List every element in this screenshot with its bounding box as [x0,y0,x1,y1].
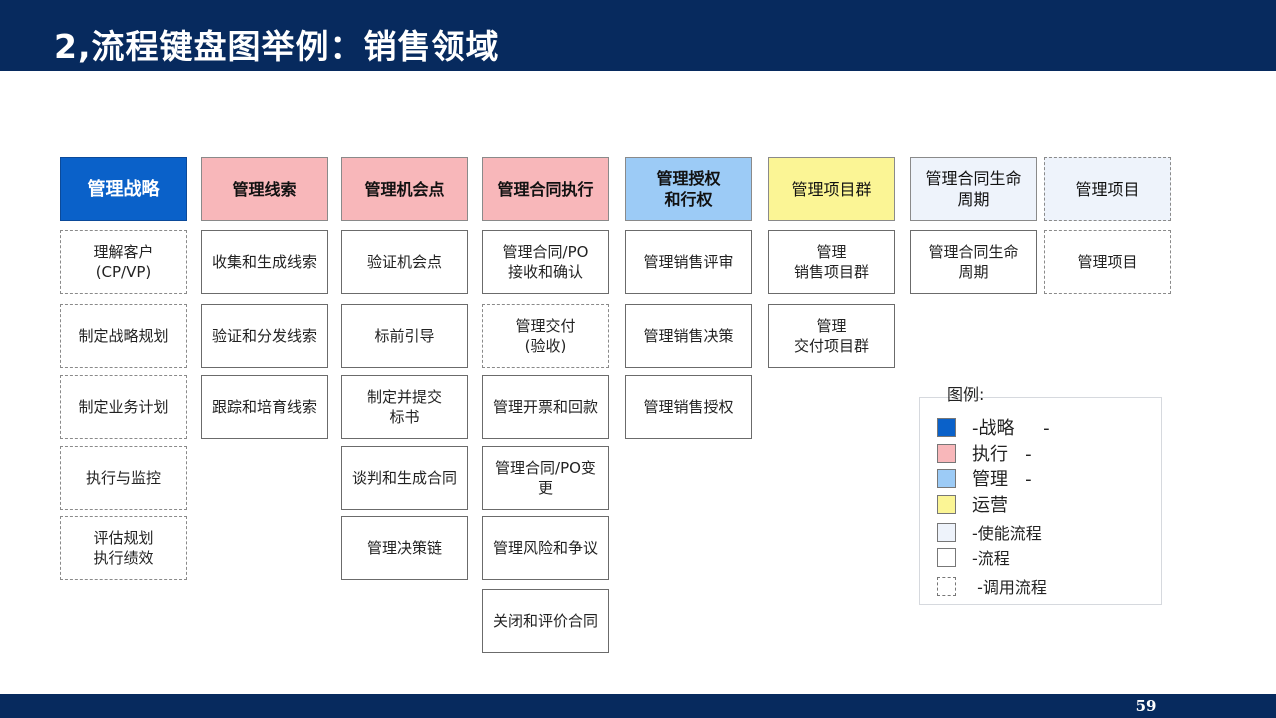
column-header: 管理合同生命 周期 [910,157,1037,221]
process-box: 理解客户 (CP/VP) [60,230,187,294]
column-header: 管理授权 和行权 [625,157,752,221]
legend-label: 执行 - [972,444,1032,465]
legend-swatch [937,522,956,542]
header-bar [0,0,1276,71]
legend-item: 运营 [937,493,1008,516]
legend-item: -使能流程 [937,521,1042,543]
legend-label: -流程 [972,549,1010,568]
page-title: 2,流程键盘图举例：销售领域 [54,27,500,66]
process-box: 管理决策链 [341,516,468,580]
legend-title: 图例: [947,385,985,404]
process-box: 管理 交付项目群 [768,304,895,368]
legend-item: -调用流程 [937,575,1047,597]
column-header: 管理线索 [201,157,328,221]
process-box: 管理合同/PO变 更 [482,446,609,510]
process-box: 管理开票和回款 [482,375,609,439]
process-box: 管理 销售项目群 [768,230,895,294]
column-header: 管理项目 [1044,157,1171,221]
process-box: 执行与监控 [60,446,187,510]
process-box: 收集和生成线索 [201,230,328,294]
legend-item: -流程 [937,546,1010,568]
column-header: 管理机会点 [341,157,468,221]
process-box: 制定并提交 标书 [341,375,468,439]
legend-label: -战略 - [972,418,1050,439]
process-box: 管理合同生命 周期 [910,230,1037,294]
process-box: 标前引导 [341,304,468,368]
process-box: 验证和分发线索 [201,304,328,368]
process-box: 验证机会点 [341,230,468,294]
page-number: 59 [1135,697,1157,715]
process-box: 管理交付 (验收) [482,304,609,368]
legend-label: -调用流程 [972,578,1047,597]
legend-item: 执行 - [937,442,1032,465]
process-box: 关闭和评价合同 [482,589,609,653]
column-header: 管理合同执行 [482,157,609,221]
process-box: 制定业务计划 [60,375,187,439]
legend-swatch [937,417,956,437]
legend-swatch [937,576,956,596]
legend-label: 运营 [972,495,1008,516]
column-header: 管理战略 [60,157,187,221]
legend-swatch [937,547,956,567]
process-box: 管理销售决策 [625,304,752,368]
legend-label: 管理 - [972,469,1032,490]
process-box: 制定战略规划 [60,304,187,368]
legend-swatch [937,494,956,514]
legend-item: -战略 - [937,416,1050,439]
process-box: 管理项目 [1044,230,1171,294]
process-box: 管理合同/PO 接收和确认 [482,230,609,294]
process-box: 谈判和生成合同 [341,446,468,510]
process-box: 跟踪和培育线索 [201,375,328,439]
column-header: 管理项目群 [768,157,895,221]
process-box: 管理销售授权 [625,375,752,439]
legend-swatch [937,443,956,463]
process-box: 评估规划 执行绩效 [60,516,187,580]
legend-swatch [937,468,956,488]
footer-bar [0,694,1276,718]
legend-box [919,397,1162,605]
legend-item: 管理 - [937,467,1032,490]
process-box: 管理风险和争议 [482,516,609,580]
legend-label: -使能流程 [972,524,1042,543]
process-box: 管理销售评审 [625,230,752,294]
